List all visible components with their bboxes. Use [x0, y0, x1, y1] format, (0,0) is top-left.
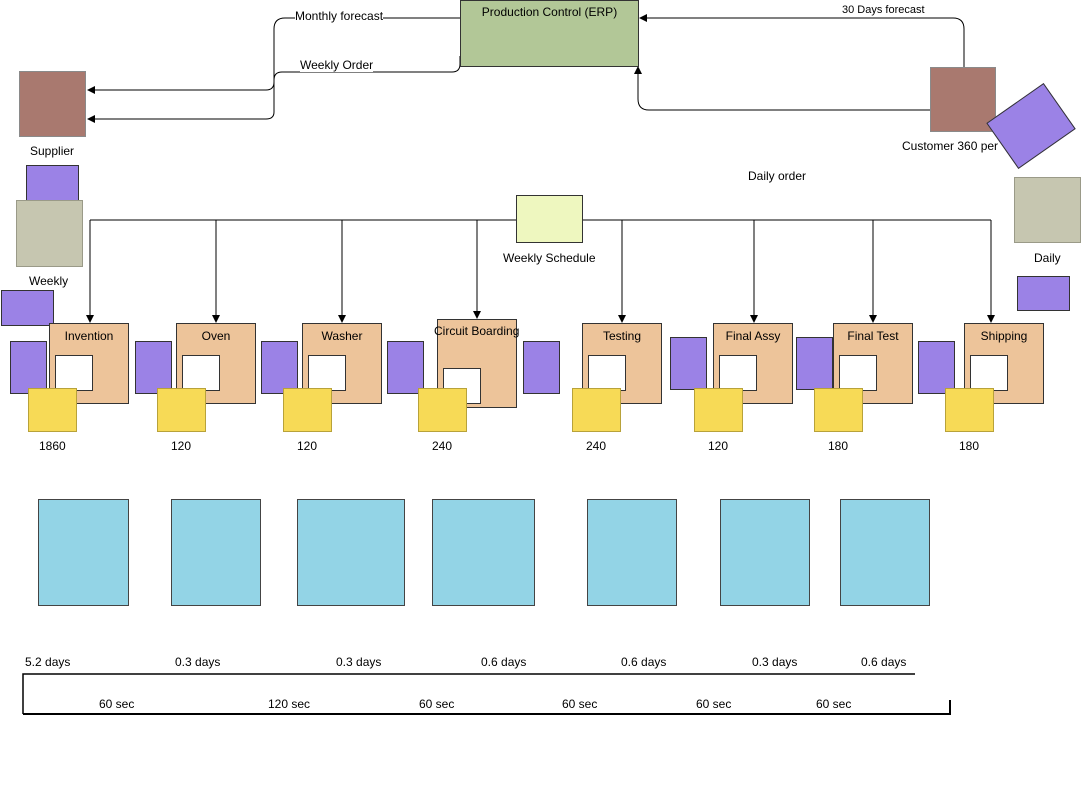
- process-data-box: [588, 355, 626, 391]
- process-name: Circuit Boarding: [434, 324, 520, 338]
- process-kanban-icon: [10, 341, 47, 394]
- data-box: [297, 499, 405, 606]
- supplier-kanban-icon: [26, 165, 79, 201]
- erp-label: Production Control (ERP): [481, 5, 618, 19]
- cycle-time-label: 60 sec: [816, 697, 852, 711]
- process-data-box: [308, 355, 346, 391]
- weekly-order-line: [87, 56, 461, 123]
- process-kanban-icon: [523, 341, 560, 394]
- process-kanban-icon: [796, 337, 833, 390]
- cycle-time-label: 60 sec: [562, 697, 598, 711]
- erp-box: Production Control (ERP): [460, 0, 639, 67]
- process-name: Shipping: [980, 329, 1028, 343]
- supplier-delivery-label: Weekly: [29, 274, 69, 288]
- process-kanban-icon: [387, 341, 424, 394]
- inventory-icon: [283, 388, 332, 432]
- inventory-icon: [28, 388, 77, 432]
- process-box-final-test: Final Test: [833, 323, 913, 404]
- inventory-count: 1860: [39, 439, 66, 453]
- process-data-box: [719, 355, 757, 391]
- inventory-icon: [945, 388, 994, 432]
- process-name: Final Test: [847, 329, 899, 343]
- lead-time-label: 0.6 days: [861, 655, 907, 669]
- inventory-icon: [814, 388, 863, 432]
- inventory-count: 240: [432, 439, 453, 453]
- process-kanban-icon: [670, 337, 707, 390]
- lead-time-label: 0.3 days: [752, 655, 798, 669]
- process-name: Oven: [201, 329, 231, 343]
- cycle-time-label: 120 sec: [268, 697, 311, 711]
- monthly-forecast-line: [87, 17, 460, 94]
- lead-time-label: 5.2 days: [25, 655, 71, 669]
- data-box: [840, 499, 930, 606]
- inventory-icon: [572, 388, 621, 432]
- process-kanban-icon: [261, 341, 298, 394]
- lead-time-label: 0.3 days: [175, 655, 221, 669]
- process-kanban-icon: [135, 341, 172, 394]
- process-name: Testing: [602, 329, 642, 343]
- inventory-icon: [157, 388, 206, 432]
- lead-time-label: 0.3 days: [336, 655, 382, 669]
- inventory-count: 240: [586, 439, 607, 453]
- cycle-time-label: 60 sec: [99, 697, 135, 711]
- process-name: Invention: [64, 329, 114, 343]
- customer-icon: [930, 67, 996, 132]
- inventory-count: 120: [297, 439, 318, 453]
- monthly-forecast-label: Monthly forecast: [295, 9, 384, 23]
- cycle-time-label: 60 sec: [419, 697, 455, 711]
- inventory-count: 120: [708, 439, 729, 453]
- inventory-count: 180: [828, 439, 849, 453]
- supplier-label: Supplier: [30, 144, 75, 158]
- lead-time-label: 0.6 days: [481, 655, 527, 669]
- process-name: Washer: [321, 329, 363, 343]
- supplier-icon: [19, 71, 86, 137]
- process-name: Final Assy: [725, 329, 781, 343]
- inventory-icon: [694, 388, 743, 432]
- lead-time-label: 0.6 days: [621, 655, 667, 669]
- customer-truck-icon: [1014, 177, 1081, 243]
- inventory-count: 180: [959, 439, 980, 453]
- supplier-withdrawal-kanban-icon: [1, 290, 54, 326]
- data-box: [171, 499, 261, 606]
- weekly-schedule-icon: [516, 195, 583, 243]
- weekly-order-label: Weekly Order: [300, 58, 374, 72]
- data-box: [587, 499, 677, 606]
- customer-delivery-label: Daily: [1034, 251, 1061, 265]
- cycle-time-label: 60 sec: [696, 697, 732, 711]
- process-data-box: [970, 355, 1008, 391]
- supplier-truck-icon: [16, 200, 83, 267]
- inventory-icon: [418, 388, 467, 432]
- thirty-days-forecast-label: 30 Days forecast: [842, 4, 925, 16]
- process-kanban-icon: [918, 341, 955, 394]
- customer-label: Customer 360 per: [902, 139, 999, 153]
- process-data-box: [839, 355, 877, 391]
- weekly-schedule-label: Weekly Schedule: [503, 251, 596, 265]
- daily-order-line: [634, 66, 930, 111]
- process-data-box: [182, 355, 220, 391]
- thirty-days-forecast-line: [639, 14, 965, 67]
- inventory-count: 120: [171, 439, 192, 453]
- process-data-box: [55, 355, 93, 391]
- data-box: [432, 499, 535, 606]
- data-box: [720, 499, 810, 606]
- cycle-time-line: [23, 700, 951, 715]
- lead-time-line: [22, 673, 915, 714]
- data-box: [38, 499, 129, 606]
- customer-withdrawal-kanban-icon: [1017, 276, 1070, 311]
- daily-order-label: Daily order: [748, 169, 807, 183]
